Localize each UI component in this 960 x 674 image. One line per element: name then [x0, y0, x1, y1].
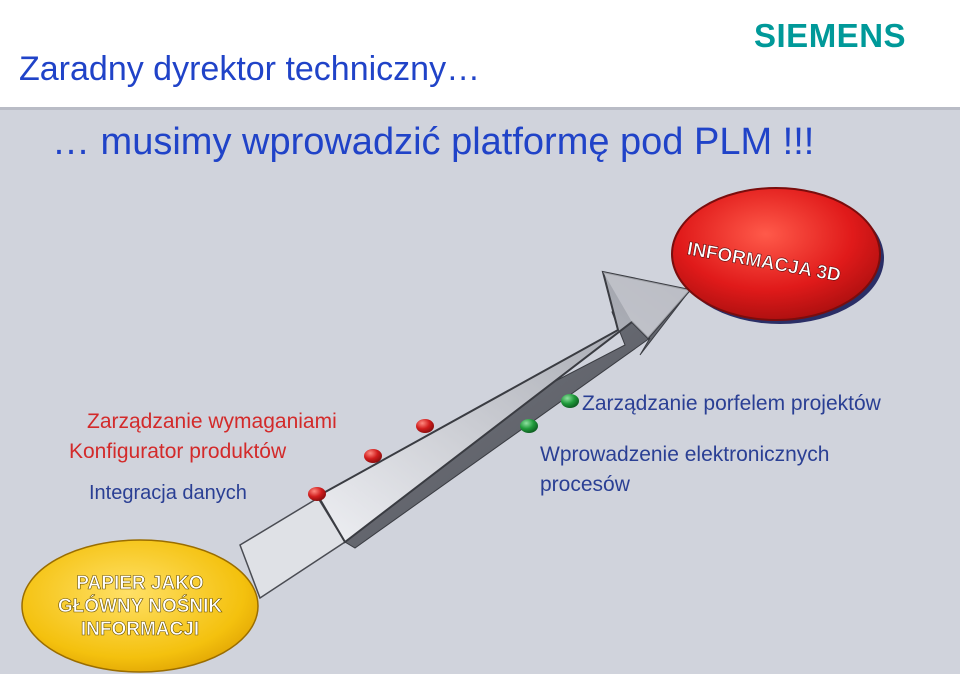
- arrow-head-highlight: [603, 272, 690, 338]
- label-integration: Integracja danych: [89, 482, 247, 504]
- label-portfolio: Zarządzanie porfelem projektów: [582, 392, 881, 415]
- header-bar: [0, 0, 960, 107]
- information-3d-badge: INFORMACJA 3D: [671, 187, 884, 324]
- milestone-dot-red: [416, 419, 434, 433]
- milestone-dot-red: [364, 449, 382, 463]
- label-configurator: Konfigurator produktów: [69, 440, 287, 463]
- milestone-dot-green: [520, 419, 538, 433]
- slide-subtitle: … musimy wprowadzić platformę pod PLM !!…: [52, 121, 815, 163]
- header-divider: [0, 107, 960, 110]
- paper-badge-line-3: INFORMACJI: [81, 619, 199, 640]
- slide-title: Zaradny dyrektor techniczny…: [19, 50, 481, 88]
- milestone-dot-green: [561, 394, 579, 408]
- paper-badge: PAPIER JAKO GŁÓWNY NOŚNIK INFORMACJI: [21, 539, 259, 673]
- paper-badge-line-1: PAPIER JAKO: [76, 573, 203, 594]
- milestone-dot-red: [308, 487, 326, 501]
- growth-arrow: [239, 270, 692, 600]
- label-requirements: Zarządzanie wymaganiami: [87, 410, 337, 433]
- siemens-logo: SIEMENS: [754, 17, 907, 54]
- label-electronic-line-1: Wprowadzenie elektronicznych: [540, 443, 830, 466]
- paper-badge-line-2: GŁÓWNY NOŚNIK: [58, 595, 223, 617]
- label-electronic-line-2: procesów: [540, 473, 630, 496]
